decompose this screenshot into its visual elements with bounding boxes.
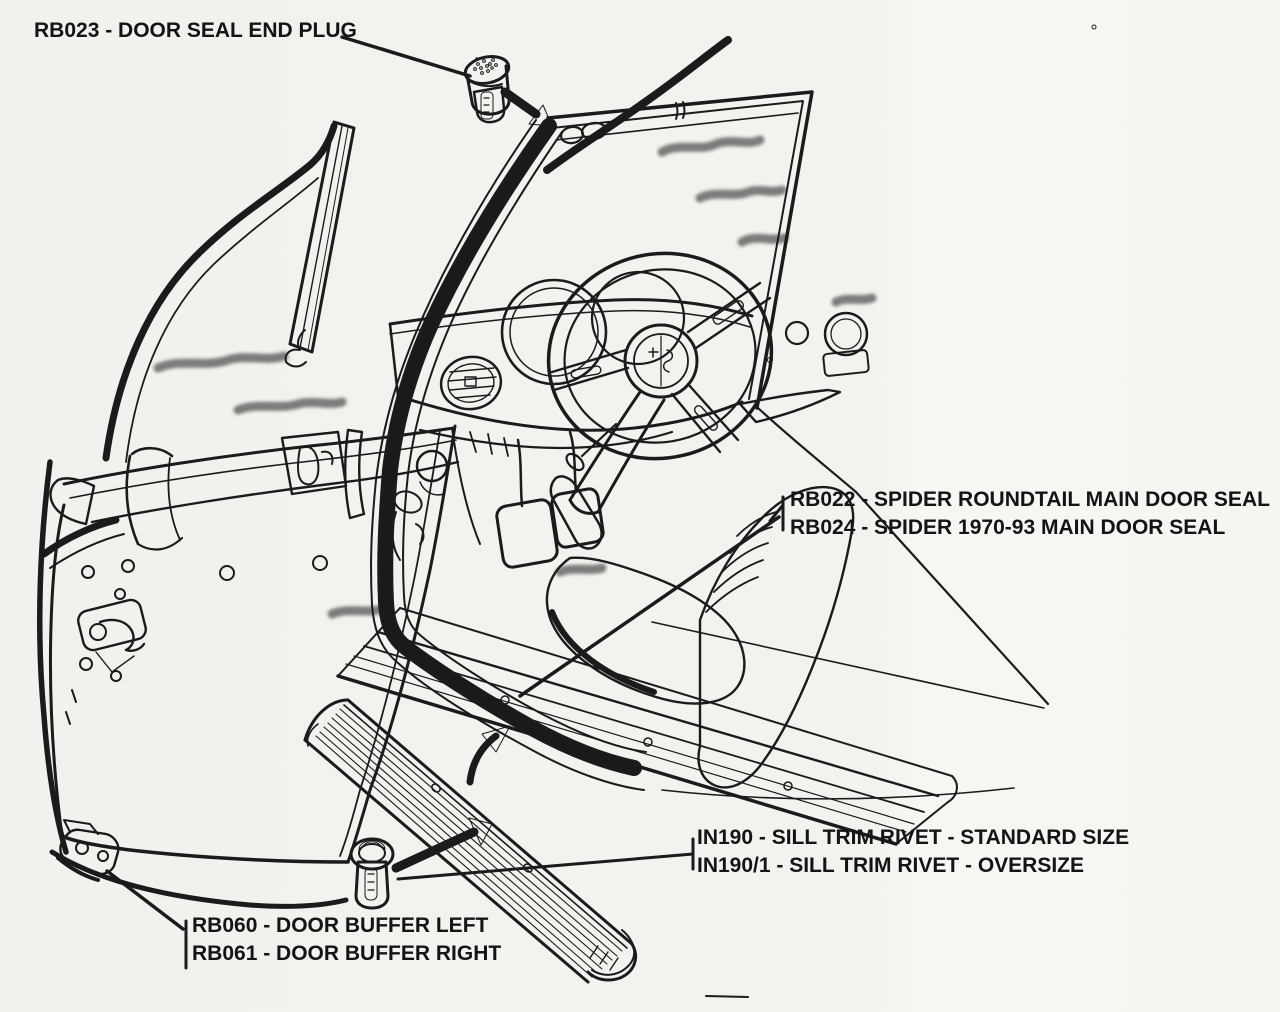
pedals-and-column-drawing [415, 390, 666, 569]
label-line: RB024 - SPIDER 1970-93 MAIN DOOR SEAL [790, 516, 1226, 539]
label-line: IN190 - SILL TRIM RIVET - STANDARD SIZE [697, 826, 1130, 849]
label-sill-trim-rivet: IN190 - SILL TRIM RIVET - STANDARD SIZE … [697, 824, 1129, 880]
leader-door-seal-end-plug [340, 35, 472, 78]
leader-door-buffer [105, 869, 185, 931]
label-door-buffer: RB060 - DOOR BUFFER LEFT RB061 - DOOR BU… [192, 912, 501, 968]
label-door-seal-end-plug: RB023 - DOOR SEAL END PLUG [34, 17, 357, 45]
main-door-seal-drawing [370, 118, 647, 791]
leader-sill-trim-rivet [396, 852, 695, 881]
sill-trim-rivet-drawing [349, 817, 493, 910]
seat-drawing [545, 485, 855, 789]
label-line: IN190/1 - SILL TRIM RIVET - OVERSIZE [697, 854, 1085, 877]
steering-wheel-drawing [546, 251, 774, 461]
bracket-main-door-seal [768, 495, 785, 532]
ghost-print-smudges [153, 135, 877, 619]
soft-top-edge-drawing [543, 36, 732, 174]
label-line: RB023 - DOOR SEAL END PLUG [34, 19, 357, 42]
label-line: RB061 - DOOR BUFFER RIGHT [192, 942, 502, 965]
door-seal-end-plug-drawing [463, 54, 553, 127]
label-main-door-seal: RB022 - SPIDER ROUNDTAIL MAIN DOOR SEAL … [790, 486, 1270, 542]
dashboard-drawing [388, 270, 870, 450]
label-line: RB060 - DOOR BUFFER LEFT [192, 914, 489, 937]
leader-main-door-seal [518, 515, 781, 698]
body-quarter-lines-drawing [651, 406, 1050, 800]
scan-artifacts [705, 24, 1097, 998]
label-line: RB022 - SPIDER ROUNDTAIL MAIN DOOR SEAL [790, 488, 1270, 511]
label-leader-lines [105, 35, 785, 970]
door-buffer-drawing [56, 819, 120, 882]
